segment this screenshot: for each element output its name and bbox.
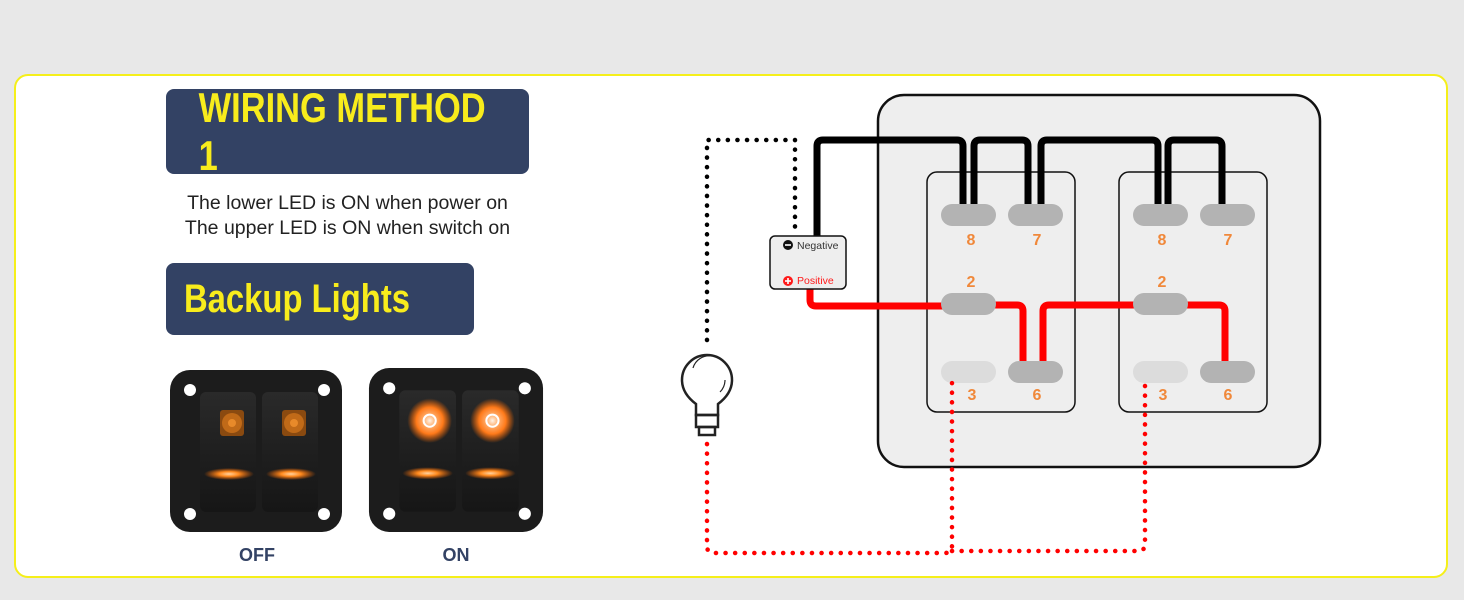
switch-panel-on bbox=[368, 368, 544, 532]
switch-body-2 bbox=[1118, 171, 1268, 413]
pin-7 bbox=[1008, 204, 1063, 226]
pin-2 bbox=[941, 293, 996, 315]
negative-label: Negative bbox=[797, 240, 839, 252]
pin-7 bbox=[1200, 204, 1255, 226]
load-wires bbox=[704, 378, 1148, 556]
mount-hole bbox=[383, 507, 396, 520]
rocker-switch-2[interactable] bbox=[462, 390, 519, 512]
state-label-off: OFF bbox=[239, 545, 275, 565]
switch-body-1 bbox=[926, 171, 1076, 413]
title-text: WIRING METHOD 1 bbox=[198, 83, 486, 179]
description: The lower LED is ON when power on The up… bbox=[160, 191, 535, 241]
pin-8 bbox=[1133, 204, 1188, 226]
pin-label: 3 bbox=[968, 387, 977, 404]
state-label-on: ON bbox=[442, 545, 470, 565]
title-banner: WIRING METHOD 1 bbox=[166, 84, 529, 179]
pin-2 bbox=[1133, 293, 1188, 315]
pin-label: 8 bbox=[967, 232, 976, 249]
pin-8 bbox=[941, 204, 996, 226]
bulb-return-wire bbox=[704, 137, 798, 343]
lower-led bbox=[402, 467, 453, 480]
lower-led bbox=[465, 467, 516, 480]
pin-label: 6 bbox=[1033, 387, 1042, 404]
rocker-switch-2[interactable] bbox=[262, 392, 318, 512]
pin-label: 6 bbox=[1224, 387, 1233, 404]
description-line-2: The upper LED is ON when switch on bbox=[184, 217, 511, 239]
pin-label: 8 bbox=[1158, 232, 1167, 249]
pin-3 bbox=[941, 361, 996, 383]
application-text: Backup Lights bbox=[184, 276, 410, 321]
pin-6 bbox=[1008, 361, 1063, 383]
switch-2-pins bbox=[1133, 204, 1255, 383]
positive-wires bbox=[806, 288, 1229, 368]
pin-label: 7 bbox=[1224, 232, 1233, 249]
pin-label: 3 bbox=[1159, 387, 1168, 404]
negative-wires bbox=[813, 136, 1226, 237]
mount-hole bbox=[318, 384, 330, 396]
pin-label: 2 bbox=[1158, 274, 1167, 291]
lower-led bbox=[266, 468, 316, 480]
pin-3 bbox=[1133, 361, 1188, 383]
upper-led bbox=[407, 398, 452, 443]
rocker-switch-1[interactable] bbox=[200, 392, 256, 512]
switch-panel-off bbox=[170, 370, 342, 532]
pin-6 bbox=[1200, 361, 1255, 383]
lower-led bbox=[204, 468, 254, 480]
mount-hole bbox=[518, 507, 531, 520]
power-source: Negative Positive bbox=[769, 235, 847, 290]
pin-label: 7 bbox=[1033, 232, 1042, 249]
description-line-1: The lower LED is ON when power on bbox=[187, 192, 508, 214]
mount-hole bbox=[518, 382, 531, 395]
rocker-switch-1[interactable] bbox=[399, 390, 456, 512]
mount-hole bbox=[184, 508, 196, 520]
pin-label: 2 bbox=[967, 274, 976, 291]
mount-hole bbox=[383, 382, 396, 395]
application-banner: Backup Lights bbox=[166, 263, 474, 335]
upper-led bbox=[470, 398, 515, 443]
mount-hole bbox=[184, 384, 196, 396]
switch-1-pins bbox=[941, 204, 1063, 383]
mount-hole bbox=[318, 508, 330, 520]
light-bulb-icon bbox=[680, 353, 734, 437]
positive-label: Positive bbox=[797, 275, 834, 287]
